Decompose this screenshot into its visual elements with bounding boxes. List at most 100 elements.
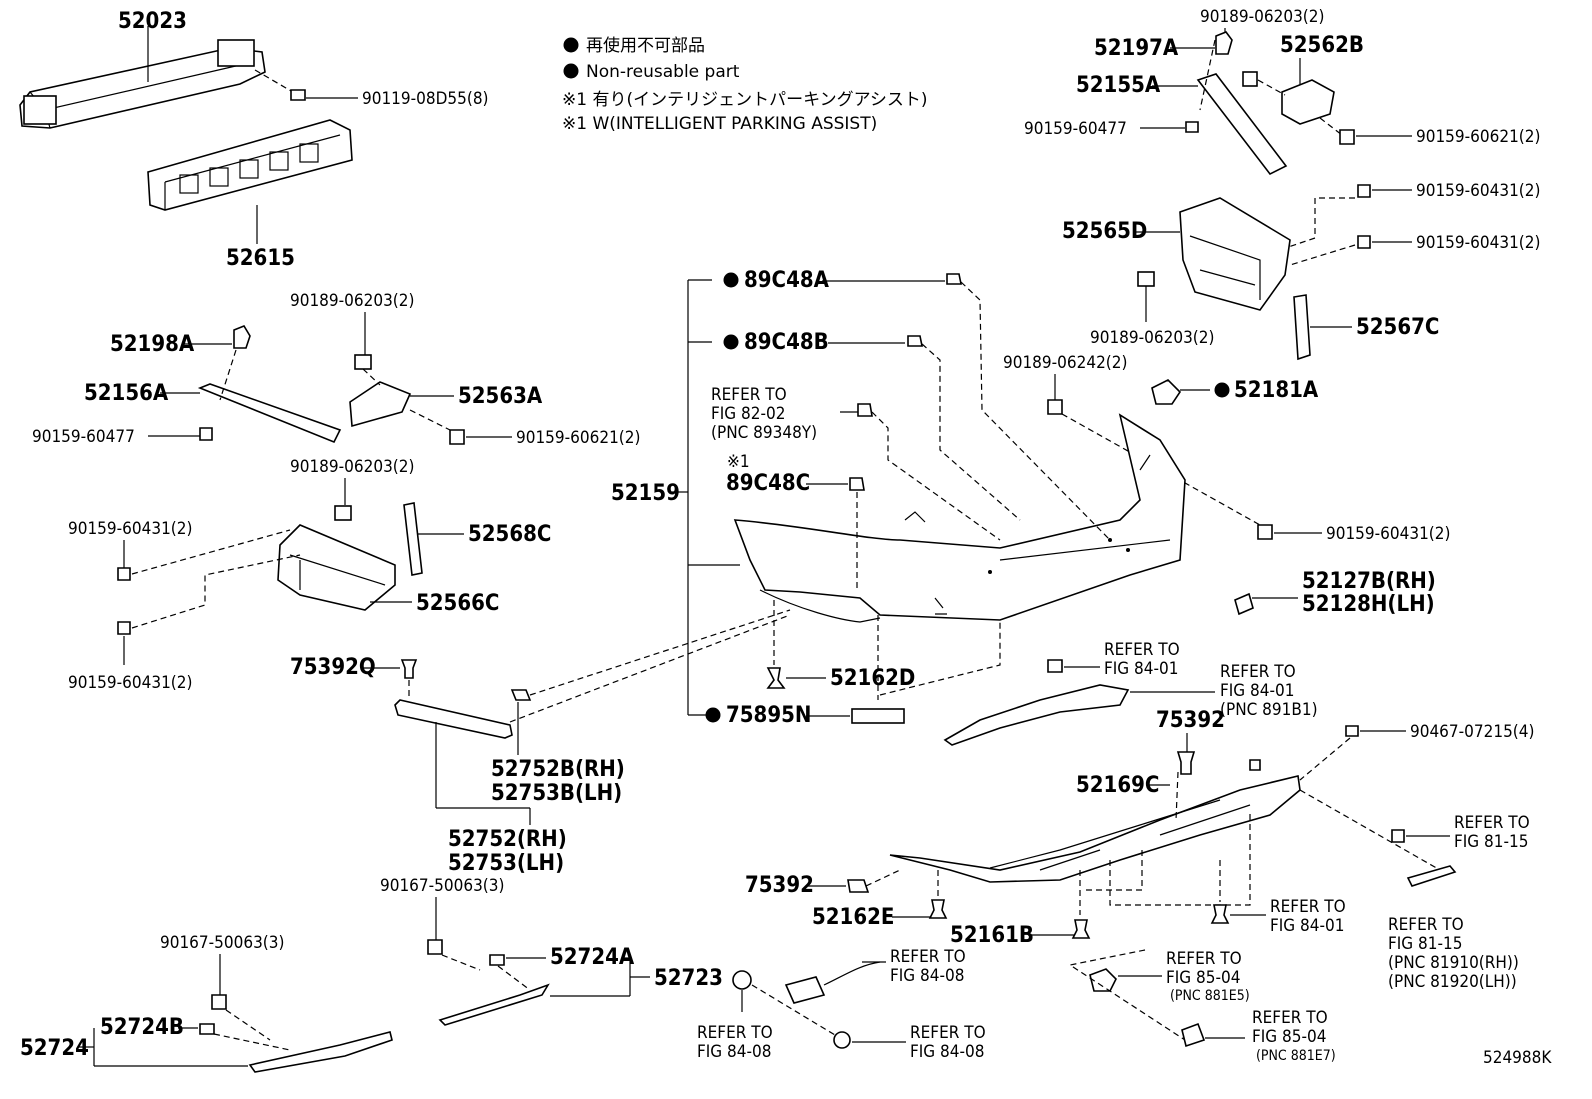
- retainer-52156A[interactable]: [197, 383, 342, 444]
- clip-84-01c[interactable]: [1210, 904, 1230, 924]
- clip-52197A[interactable]: [1215, 31, 1233, 55]
- label-90167-50063-b: 90167-50063(3): [160, 933, 284, 953]
- reflector-52752B[interactable]: [394, 699, 513, 739]
- screw-90167-a[interactable]: [427, 939, 443, 955]
- label-52162D: 52162D: [830, 666, 915, 691]
- label-52197A: 52197A: [1094, 36, 1179, 61]
- label-52752B: 52752B(RH): [491, 757, 625, 782]
- screw-90159-60431-b[interactable]: [1357, 235, 1371, 249]
- screw-90159-60477-top[interactable]: [1185, 121, 1199, 133]
- ref-8408a-l1: REFER TO: [697, 1023, 773, 1043]
- screw-lower-right[interactable]: [1249, 759, 1261, 771]
- legend-jp-nonreusable: 再使用不可部品: [586, 35, 705, 56]
- label-75895N: 75895N: [726, 703, 811, 728]
- clip-81-15a[interactable]: [1391, 829, 1405, 843]
- clip-89C48A[interactable]: [946, 273, 962, 285]
- nut-90189-06242[interactable]: [1047, 399, 1063, 415]
- clip-75392-b[interactable]: [847, 879, 870, 893]
- screw-90159-60431-d[interactable]: [117, 567, 131, 581]
- ref-8115a-l1: REFER TO: [1454, 813, 1530, 833]
- clip-89C48B[interactable]: [907, 335, 923, 347]
- screw-90159-60431-c[interactable]: [1257, 524, 1273, 540]
- bracket-52563A[interactable]: [349, 381, 412, 428]
- label-90159-60621-left: 90159-60621(2): [516, 428, 640, 448]
- ref-8115b-l2: FIG 81-15: [1388, 934, 1462, 954]
- cover-52127B[interactable]: [1234, 592, 1254, 616]
- screw-84-08[interactable]: [833, 1031, 851, 1049]
- clip-89C48C[interactable]: [849, 477, 865, 491]
- label-75392-b: 75392: [745, 873, 814, 898]
- spoiler-52723[interactable]: [438, 983, 550, 1026]
- spoiler-52724[interactable]: [248, 1031, 393, 1073]
- clip-reflector[interactable]: [510, 689, 532, 701]
- clip-52161B[interactable]: [1071, 919, 1091, 939]
- sensor-89348Y[interactable]: [857, 403, 873, 417]
- label-52615: 52615: [226, 246, 295, 271]
- label-90159-60431-b: 90159-60431(2): [1416, 233, 1540, 253]
- ref-8504b-l1: REFER TO: [1252, 1008, 1328, 1028]
- clip-52198A[interactable]: [233, 325, 251, 349]
- diagram-id: 524988K: [1483, 1048, 1552, 1068]
- ref-8115a-l2: FIG 81-15: [1454, 832, 1528, 852]
- clip-52724A[interactable]: [489, 954, 505, 966]
- ref-8408a-l2: FIG 84-08: [697, 1042, 771, 1062]
- spacer-52568C[interactable]: [403, 502, 423, 576]
- clip-90467[interactable]: [1345, 725, 1359, 737]
- clip-75392Q[interactable]: [400, 659, 418, 679]
- ref-8401a-l2: FIG 84-01: [1104, 659, 1178, 679]
- clip-75392-a[interactable]: [1176, 751, 1196, 775]
- module-84-08[interactable]: [784, 976, 826, 1004]
- label-52753: 52753(LH): [448, 851, 564, 876]
- cap-52181A[interactable]: [1151, 379, 1182, 405]
- ref-fig8202-l2: FIG 82-02: [711, 404, 785, 424]
- label-90189-06203-midright: 90189-06203(2): [1090, 328, 1214, 348]
- clip-52724B[interactable]: [199, 1023, 215, 1035]
- lamp-881E5[interactable]: [1089, 968, 1117, 992]
- cover-881E7[interactable]: [1181, 1022, 1206, 1048]
- screw-90159-60477-left[interactable]: [199, 427, 213, 441]
- legend-jp-note1: ※1 有り(インテリジェントパーキングアシスト): [562, 90, 928, 110]
- ref-8401b-l2: FIG 84-01: [1220, 681, 1294, 701]
- label-90467-07215: 90467-07215(4): [1410, 722, 1534, 742]
- screw-90167-b[interactable]: [211, 994, 227, 1010]
- reflector-81910[interactable]: [1406, 865, 1457, 887]
- label-52724A: 52724A: [550, 945, 635, 970]
- ref-8504a-l2: FIG 85-04: [1166, 968, 1240, 988]
- label-52127B: 52127B(RH): [1302, 569, 1436, 594]
- absorber-52615-drawing[interactable]: [147, 119, 353, 211]
- ref-8401b-l1: REFER TO: [1220, 662, 1296, 682]
- reinforcement-52023-drawing[interactable]: [19, 39, 266, 129]
- bracket-52565D[interactable]: [1179, 197, 1291, 311]
- bracket-891B1[interactable]: [943, 684, 1130, 746]
- nut-top[interactable]: [1242, 71, 1258, 87]
- clip-52162D[interactable]: [766, 667, 786, 689]
- screw-90159-60621-top[interactable]: [1339, 129, 1355, 145]
- ref-8504b-l3: (PNC 881E7): [1256, 1048, 1336, 1064]
- label-52156A: 52156A: [84, 381, 169, 406]
- bumper-cover-52159-drawing[interactable]: [733, 413, 1186, 623]
- screw-90159-60431-e[interactable]: [117, 621, 131, 635]
- clip-52162E[interactable]: [928, 899, 948, 919]
- nut-mid-right[interactable]: [1137, 271, 1155, 287]
- bracket-52566C[interactable]: [277, 524, 396, 611]
- label-52567C: 52567C: [1356, 315, 1439, 340]
- screw-90159-60621-left[interactable]: [449, 429, 465, 445]
- label-90159-60431-d: 90159-60431(2): [68, 519, 192, 539]
- label-90159-60477-left: 90159-60477: [32, 427, 135, 447]
- ref-8504a-l1: REFER TO: [1166, 949, 1242, 969]
- sensor-84-01a[interactable]: [1047, 659, 1063, 673]
- ref-8115b-l3: (PNC 81910(RH)): [1388, 953, 1519, 973]
- retainer-52155A[interactable]: [1196, 73, 1288, 176]
- bracket-52562B[interactable]: [1281, 79, 1335, 125]
- spacer-52567C[interactable]: [1293, 294, 1311, 361]
- sensor-84-08a[interactable]: [732, 970, 752, 990]
- nut-left[interactable]: [354, 354, 372, 370]
- label-89C48A: 89C48A: [744, 268, 830, 293]
- screw-90159-60431-a[interactable]: [1357, 184, 1371, 198]
- ref-8115b-l4: (PNC 81920(LH)): [1388, 972, 1517, 992]
- label-90189-06203-left: 90189-06203(2): [290, 291, 414, 311]
- tape-75895N[interactable]: [851, 708, 905, 724]
- nut-left2[interactable]: [334, 505, 352, 521]
- label-90159-60477-top: 90159-60477: [1024, 119, 1127, 139]
